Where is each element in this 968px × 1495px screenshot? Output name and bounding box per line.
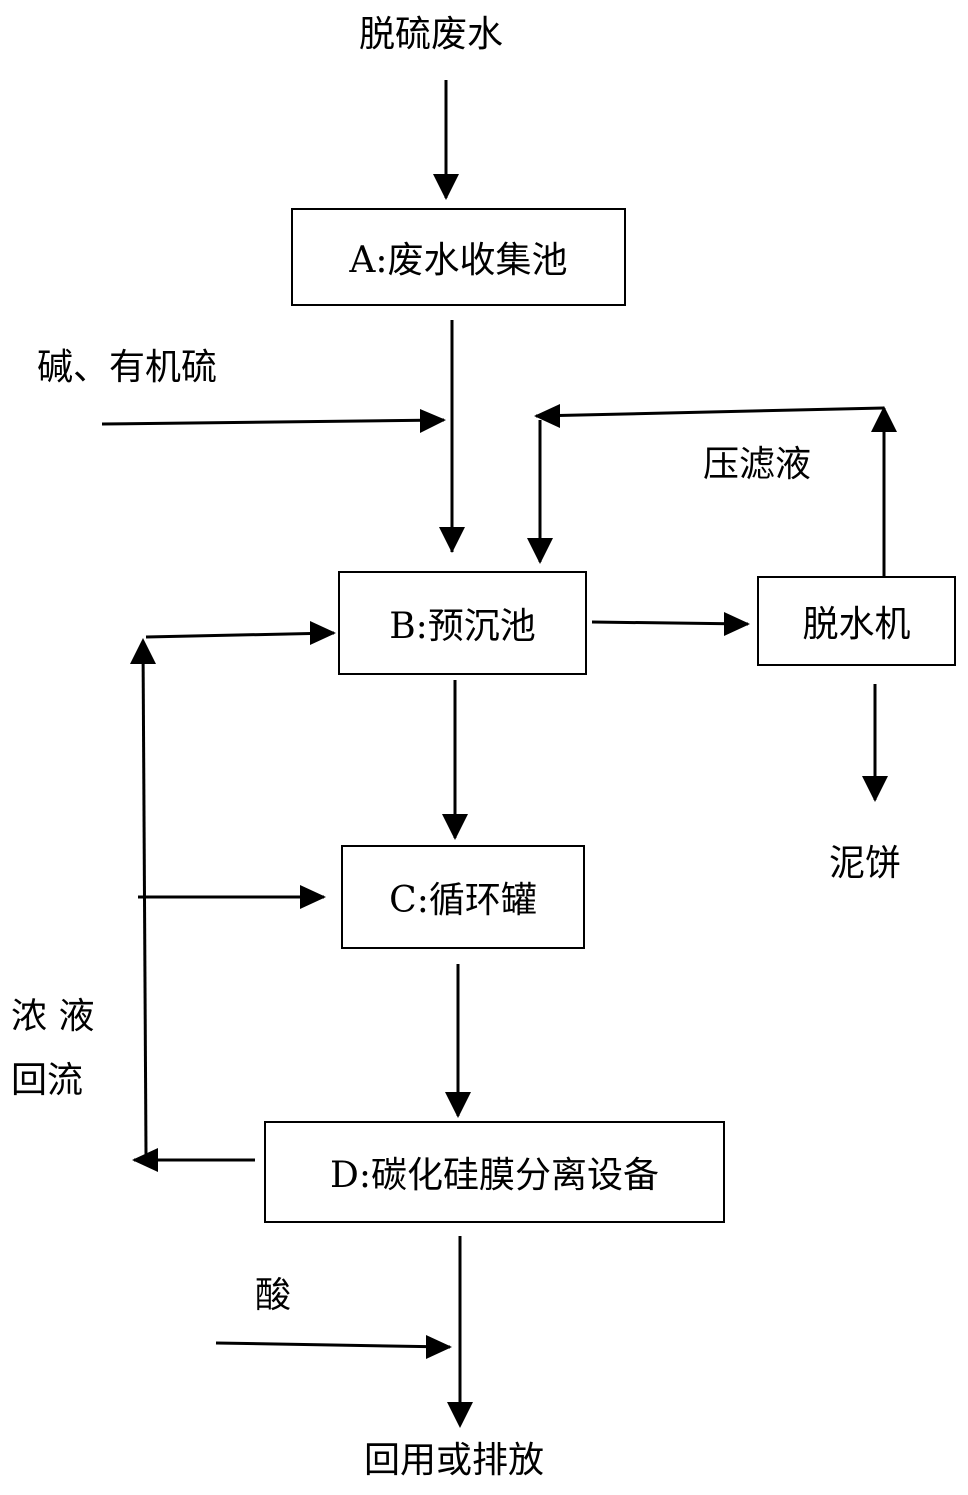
box-b-label: B:预沉池 <box>389 606 536 647</box>
input-label: 脱硫废水 <box>359 14 504 55</box>
arrowhead-reflux-to-b <box>310 621 336 645</box>
arrowhead-filtrate-up <box>871 406 897 432</box>
arrowhead-a-to-b <box>439 527 465 553</box>
arrowhead-acid-feed <box>426 1335 452 1359</box>
arrowhead-b-to-c <box>442 814 468 840</box>
box-d-sic-membrane: D:碳化硅膜分离设备 <box>264 1121 725 1223</box>
output-label: 回用或排放 <box>364 1440 545 1481</box>
arrow-acid-feed <box>215 1341 451 1349</box>
acid-label: 酸 <box>255 1275 292 1316</box>
box-dewatering-machine: 脱水机 <box>757 576 956 666</box>
reflux-label-line1: 浓 液 <box>11 996 95 1037</box>
arrowhead-b-to-dewater <box>724 612 750 636</box>
box-dewater-label: 脱水机 <box>802 604 911 645</box>
reflux-label-line2: 回流 <box>11 1060 84 1101</box>
box-d-label: D:碳化硅膜分离设备 <box>330 1155 659 1196</box>
filtrate-label: 压滤液 <box>703 444 812 485</box>
arrowhead-reagent-feed <box>420 409 446 433</box>
arrowhead-reflux-left <box>132 1148 158 1172</box>
reagent-label: 碱、有机硫 <box>37 347 218 388</box>
arrowhead-dewater-to-cake <box>862 776 888 802</box>
arrowhead-reflux-to-c <box>300 885 326 909</box>
arrowhead-filtrate-top <box>534 404 560 428</box>
arrowhead-c-to-d <box>445 1092 471 1118</box>
arrowhead-input-to-a <box>433 174 459 200</box>
arrowhead-filtrate-down <box>527 538 553 564</box>
arrowhead-d-to-output <box>447 1402 473 1428</box>
arrow-reflux-to-b <box>145 631 335 639</box>
box-c-circulation-tank: C:循环罐 <box>341 845 585 949</box>
box-a-label: A:废水收集池 <box>349 240 568 281</box>
arrow-b-to-dewater <box>591 620 749 626</box>
arrowhead-reflux-up <box>130 638 156 664</box>
arrow-filtrate-top <box>535 406 885 418</box>
box-b-presettling-tank: B:预沉池 <box>338 571 587 675</box>
box-c-label: C:循环罐 <box>389 880 537 921</box>
cake-label: 泥饼 <box>829 843 902 884</box>
arrow-reagent-feed <box>101 418 445 426</box>
box-a-collection-tank: A:废水收集池 <box>291 208 626 306</box>
